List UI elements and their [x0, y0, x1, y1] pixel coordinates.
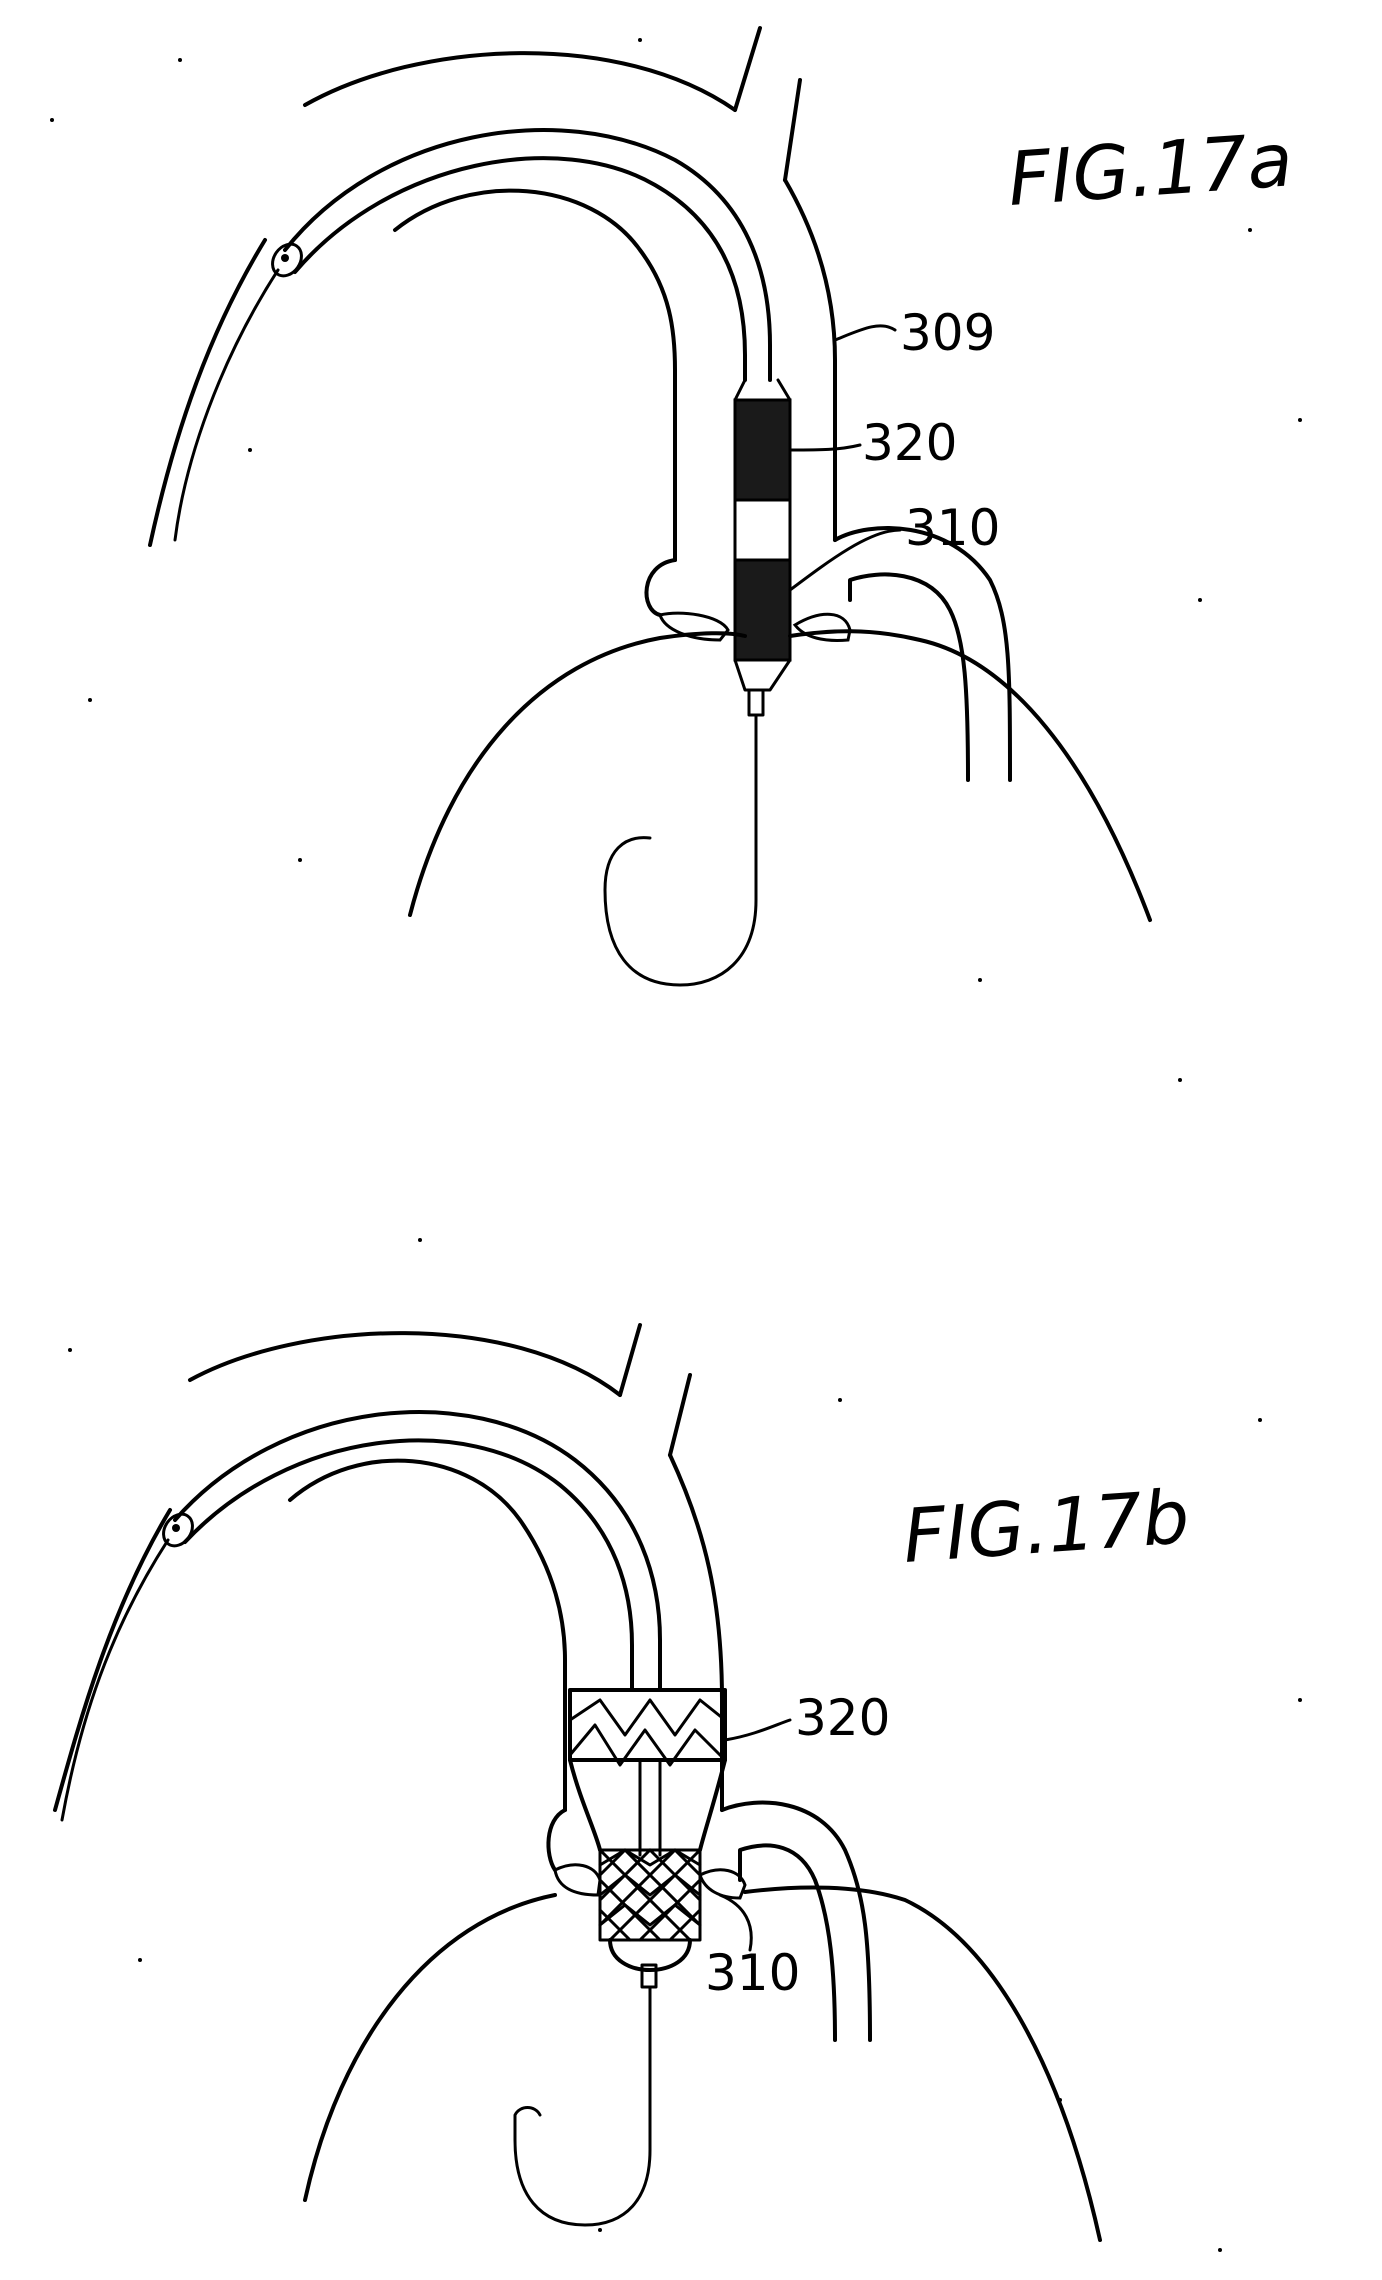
- nose-cone-tip: [749, 690, 763, 715]
- aortic-arch-right-wall: [670, 1455, 722, 1810]
- figure-17a-caption: FIG.17a: [1005, 117, 1295, 223]
- figure-17b-caption: FIG.17b: [900, 1474, 1192, 1580]
- ventricle-outline: [410, 633, 745, 915]
- figure-17a: FIG.17a: [150, 28, 1295, 985]
- delivery-catheter-outer: [285, 130, 770, 380]
- ventricle-outline: [305, 1895, 555, 2200]
- ref-309: 309: [900, 304, 995, 362]
- stent-zigzag-1: [570, 1700, 725, 1735]
- ref-320-fig17a: 320: [862, 414, 957, 472]
- coronary-artery-inner: [740, 1845, 835, 2040]
- guide-wire-ventricle: [515, 1987, 650, 2225]
- branch-vessel-left: [735, 28, 760, 110]
- branch-vessel-left: [620, 1325, 640, 1395]
- leader-310a: [790, 530, 900, 590]
- aortic-arch-outer-wall: [305, 53, 735, 110]
- compressed-valve-band: [735, 500, 790, 560]
- ref-310-fig17b: 310: [705, 1944, 800, 2002]
- sinus-left-bulge: [548, 1810, 565, 1870]
- aortic-arch-inner-wall: [395, 191, 675, 560]
- sinus-left-bulge: [646, 560, 675, 615]
- ventricle-outline-right: [790, 631, 1150, 920]
- guide-wire-upper: [62, 1540, 168, 1820]
- leader-310b: [720, 1895, 751, 1950]
- aortic-arch-right-wall: [785, 180, 835, 540]
- calcified-leaflet-right: [795, 614, 850, 640]
- coronary-artery-inner: [850, 574, 968, 780]
- leader-320b: [725, 1720, 790, 1740]
- stent-distal-taper: [735, 660, 790, 690]
- coronary-artery-outer: [835, 528, 1010, 780]
- ventricle-outline-right: [745, 1887, 1100, 2240]
- aortic-arch-outer-wall: [190, 1333, 620, 1395]
- guide-wire-ventricle: [605, 715, 756, 985]
- leader-320a: [790, 445, 860, 450]
- stent-proximal-taper: [735, 380, 790, 400]
- ref-310-fig17a: 310: [905, 499, 1000, 557]
- compressed-stent-lower: [735, 560, 790, 660]
- figure-17b: FIG.17b: [55, 1325, 1192, 2240]
- catheter-shaft-through-stent: [640, 1760, 660, 1855]
- leader-309: [835, 326, 895, 340]
- delivery-catheter-outer: [175, 1412, 660, 1690]
- coronary-artery-outer: [722, 1803, 870, 2040]
- descending-aorta-wall: [150, 240, 265, 545]
- branch-vessel-right: [785, 80, 800, 180]
- ref-320-fig17b: 320: [795, 1689, 890, 1747]
- stent-strut-left: [570, 1760, 600, 1850]
- branch-vessel-right: [670, 1375, 690, 1455]
- calcified-leaflet-left: [555, 1865, 600, 1895]
- compressed-stent-upper: [735, 400, 790, 500]
- aortic-arch-inner-wall: [290, 1461, 565, 1810]
